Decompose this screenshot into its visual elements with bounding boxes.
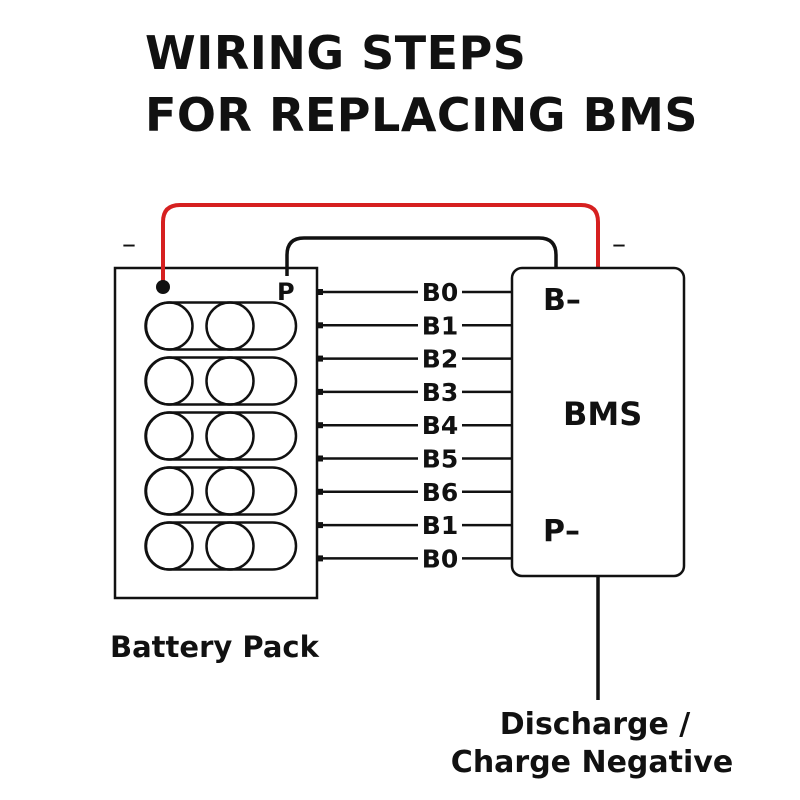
bms-b-minus-label: B– xyxy=(543,283,581,318)
battery-cell xyxy=(205,521,255,571)
balance-wire-label: B6 xyxy=(422,478,458,507)
bms-minus-sign: – xyxy=(612,227,626,260)
battery-cell xyxy=(144,521,194,571)
battery-cell xyxy=(205,411,255,461)
battery-cell xyxy=(205,356,255,406)
title-line-1: WIRING STEPS xyxy=(145,26,527,80)
balance-connector xyxy=(317,455,323,462)
battery-cell xyxy=(144,301,194,351)
battery-cell xyxy=(144,356,194,406)
balance-wire-label: B1 xyxy=(422,511,458,540)
balance-wire-label: B0 xyxy=(422,544,458,573)
cell-row xyxy=(144,301,298,351)
balance-wire-label: B0 xyxy=(422,278,458,307)
balance-connector xyxy=(317,522,323,529)
title-line-2: FOR REPLACING BMS xyxy=(145,88,699,142)
balance-connector xyxy=(317,388,323,395)
balance-connector xyxy=(317,488,323,495)
battery-cells xyxy=(144,301,298,571)
pack-p-label: P xyxy=(277,278,295,306)
pack-minus-sign: – xyxy=(122,227,136,260)
balance-wire-label: B1 xyxy=(422,311,458,340)
balance-connector xyxy=(317,322,323,329)
cell-row xyxy=(144,521,298,571)
battery-pack-outline xyxy=(113,266,319,600)
pack-negative-terminal xyxy=(156,280,170,294)
bms-label: BMS xyxy=(563,395,642,433)
red-negative-wire xyxy=(161,203,600,287)
output-label-line-2: Charge Negative xyxy=(451,745,733,780)
black-p-wire xyxy=(285,236,558,276)
balance-wire-label: B4 xyxy=(422,411,458,440)
balance-wire-label: B2 xyxy=(422,345,458,374)
bms-p-minus-label: P– xyxy=(543,514,580,549)
cell-row xyxy=(144,356,298,406)
balance-connector xyxy=(317,289,323,295)
battery-pack-label: Battery Pack xyxy=(110,630,320,664)
battery-cell xyxy=(144,411,194,461)
balance-wire-label: B3 xyxy=(422,378,458,407)
balance-connector xyxy=(317,555,323,562)
output-label-line-1: Discharge / xyxy=(500,707,690,742)
cell-row xyxy=(144,466,298,516)
cell-row xyxy=(144,411,298,461)
battery-cell xyxy=(144,466,194,516)
balance-connector xyxy=(317,355,323,362)
battery-cell xyxy=(205,466,255,516)
balance-wire-label: B5 xyxy=(422,445,458,474)
battery-cell xyxy=(205,301,255,351)
page-title: WIRING STEPS FOR REPLACING BMS xyxy=(145,22,698,146)
balance-connector xyxy=(317,422,323,429)
